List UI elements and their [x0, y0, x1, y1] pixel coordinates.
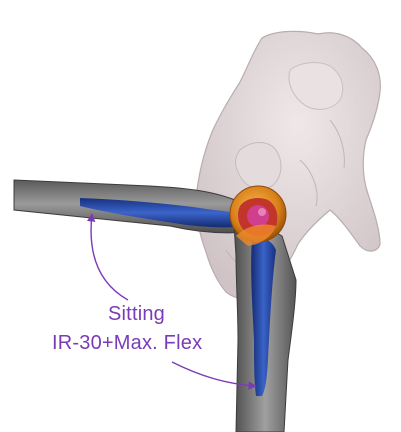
annotation-line2: IR-30+Max. Flex: [52, 332, 202, 355]
neutral-femur: [234, 224, 296, 432]
annotation-line1: Sitting: [108, 303, 165, 326]
